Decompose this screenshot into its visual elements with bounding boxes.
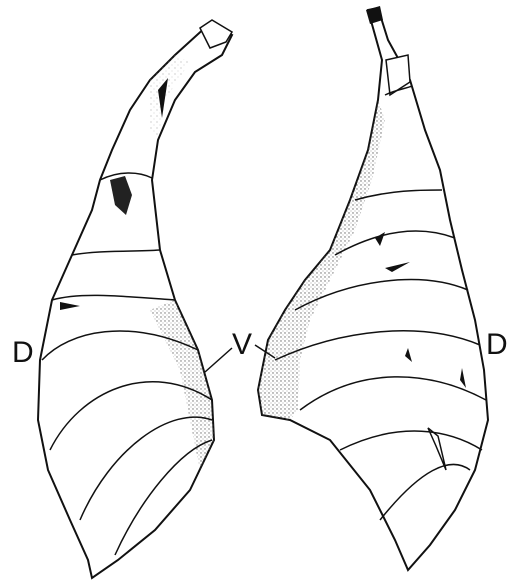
v-leader-left bbox=[205, 348, 232, 372]
right-dorsal-label: D bbox=[486, 330, 508, 360]
left-specimen-outline bbox=[38, 25, 232, 578]
right-specimen-outline bbox=[258, 8, 488, 570]
venter-label: V bbox=[232, 330, 252, 360]
right-specimen bbox=[258, 6, 488, 570]
left-specimen bbox=[38, 20, 232, 578]
left-dorsal-label: D bbox=[12, 338, 34, 368]
